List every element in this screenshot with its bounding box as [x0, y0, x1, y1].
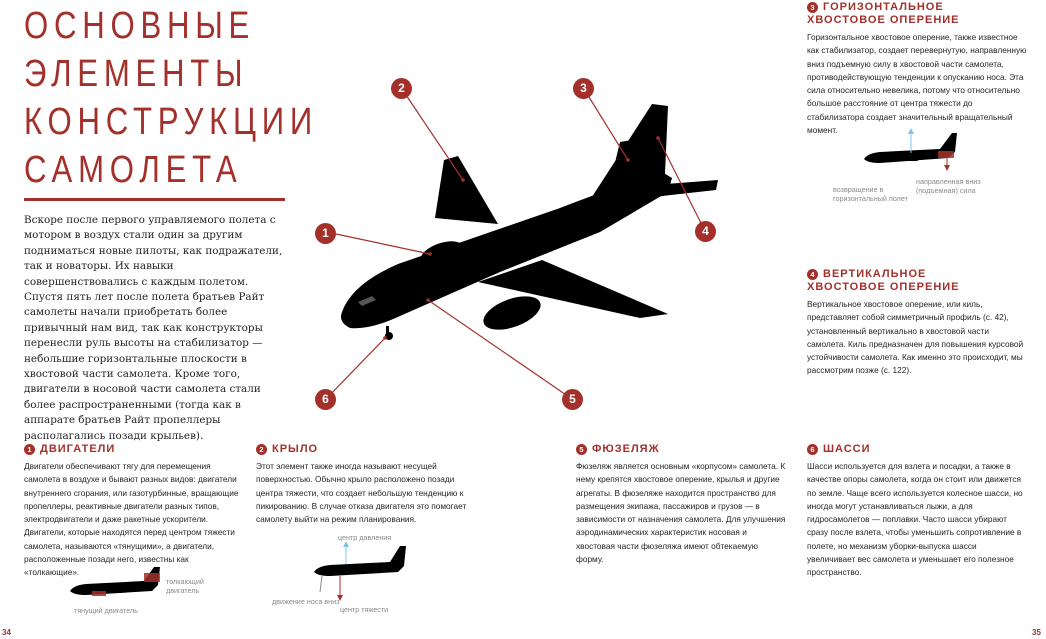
section-text: Двигатели обеспечивают тягу для перемеще… [24, 461, 239, 578]
callout-5: 5 [562, 389, 583, 410]
horizontal-stabilizer-back [612, 140, 632, 176]
section-title: ВЕРТИКАЛЬНОЕ [823, 268, 927, 280]
section-fuselage: 5 ФЮЗЕЛЯЖ Фюзеляж является основным «кор… [576, 443, 786, 566]
section-title-line2: ХВОСТОВОЕ ОПЕРЕНИЕ [807, 281, 960, 293]
lower-wing [478, 260, 668, 318]
wing-diagram [314, 541, 406, 601]
section-title: ФЮЗЕЛЯЖ [592, 443, 660, 455]
section-text: Этот элемент также иногда называют несущ… [256, 461, 467, 525]
section-number: 3 [807, 2, 818, 13]
section-number: 2 [256, 444, 267, 455]
section-wing: 2 КРЫЛО Этот элемент также иногда называ… [256, 443, 474, 526]
section-header: 2 КРЫЛО [256, 443, 474, 456]
section-vertical-tail: 4 ВЕРТИКАЛЬНОЕ ХВОСТОВОЕ ОПЕРЕНИЕ Вертик… [807, 268, 1029, 378]
page-number-right: 35 [1032, 628, 1041, 637]
section-number: 4 [807, 269, 818, 280]
section-header: 4 ВЕРТИКАЛЬНОЕ [807, 268, 1029, 281]
stabilizer-diagram [864, 128, 957, 171]
callout-6: 6 [315, 389, 336, 410]
page-title: ОСНОВНЫЕ ЭЛЕМЕНТЫ КОНСТРУКЦИИ САМОЛЕТА [24, 5, 319, 191]
upper-wing [435, 156, 498, 224]
section-landing-gear: 6 ШАССИ Шасси используется для взлета и … [807, 443, 1027, 580]
section-horizontal-tail: 3 ГОРИЗОНТАЛЬНОЕ ХВОСТОВОЕ ОПЕРЕНИЕ Гори… [807, 1, 1029, 137]
label-downforce: направленная вниз (подъемная) сила [916, 177, 981, 195]
label-center-pressure: центр давления [338, 533, 392, 542]
main-airplane-illustration [325, 88, 718, 400]
engine-left [420, 241, 464, 265]
callout-3: 3 [573, 78, 594, 99]
section-header: 3 ГОРИЗОНТАЛЬНОЕ [807, 1, 1029, 14]
section-number: 6 [807, 444, 818, 455]
label-pull-engine: тянущий двигатель [74, 606, 138, 615]
section-number: 5 [576, 444, 587, 455]
section-header: 1 ДВИГАТЕЛИ [24, 443, 239, 456]
section-text: Горизонтальное хвостовое оперение, также… [807, 32, 1027, 136]
callout-1: 1 [315, 223, 336, 244]
section-title: ГОРИЗОНТАЛЬНОЕ [823, 1, 944, 13]
label-return-level: возвращение в горизонтальный полет [833, 185, 908, 203]
intro-paragraph: Вскоре после первого управляемого полета… [24, 214, 283, 442]
section-text: Шасси используется для взлета и посадки,… [807, 461, 1023, 578]
section-title: ШАССИ [823, 443, 871, 455]
label-center-gravity: центр тяжести [340, 605, 389, 614]
label-nose-down: движение носа вниз [272, 597, 340, 606]
section-title: ДВИГАТЕЛИ [40, 443, 116, 455]
section-header: 5 ФЮЗЕЛЯЖ [576, 443, 786, 456]
section-title-line2: ХВОСТОВОЕ ОПЕРЕНИЕ [807, 14, 960, 26]
engines-diagram [70, 567, 160, 596]
label-push-engine: толкающий двигатель [166, 577, 204, 595]
section-number: 1 [24, 444, 35, 455]
page-number-left: 34 [2, 628, 11, 637]
section-text: Фюзеляж является основным «корпусом» сам… [576, 461, 786, 565]
title-rule [24, 198, 285, 201]
engine-right [483, 296, 541, 330]
section-engines: 1 ДВИГАТЕЛИ Двигатели обеспечивают тягу … [24, 443, 239, 580]
section-text: Вертикальное хвостовое оперение, или кил… [807, 299, 1024, 376]
horizontal-stabilizer-front [640, 180, 718, 196]
section-title: КРЫЛО [272, 443, 319, 455]
callout-4: 4 [695, 221, 716, 242]
fuselage [341, 172, 672, 329]
section-header: 6 ШАССИ [807, 443, 1027, 456]
callout-2: 2 [391, 78, 412, 99]
